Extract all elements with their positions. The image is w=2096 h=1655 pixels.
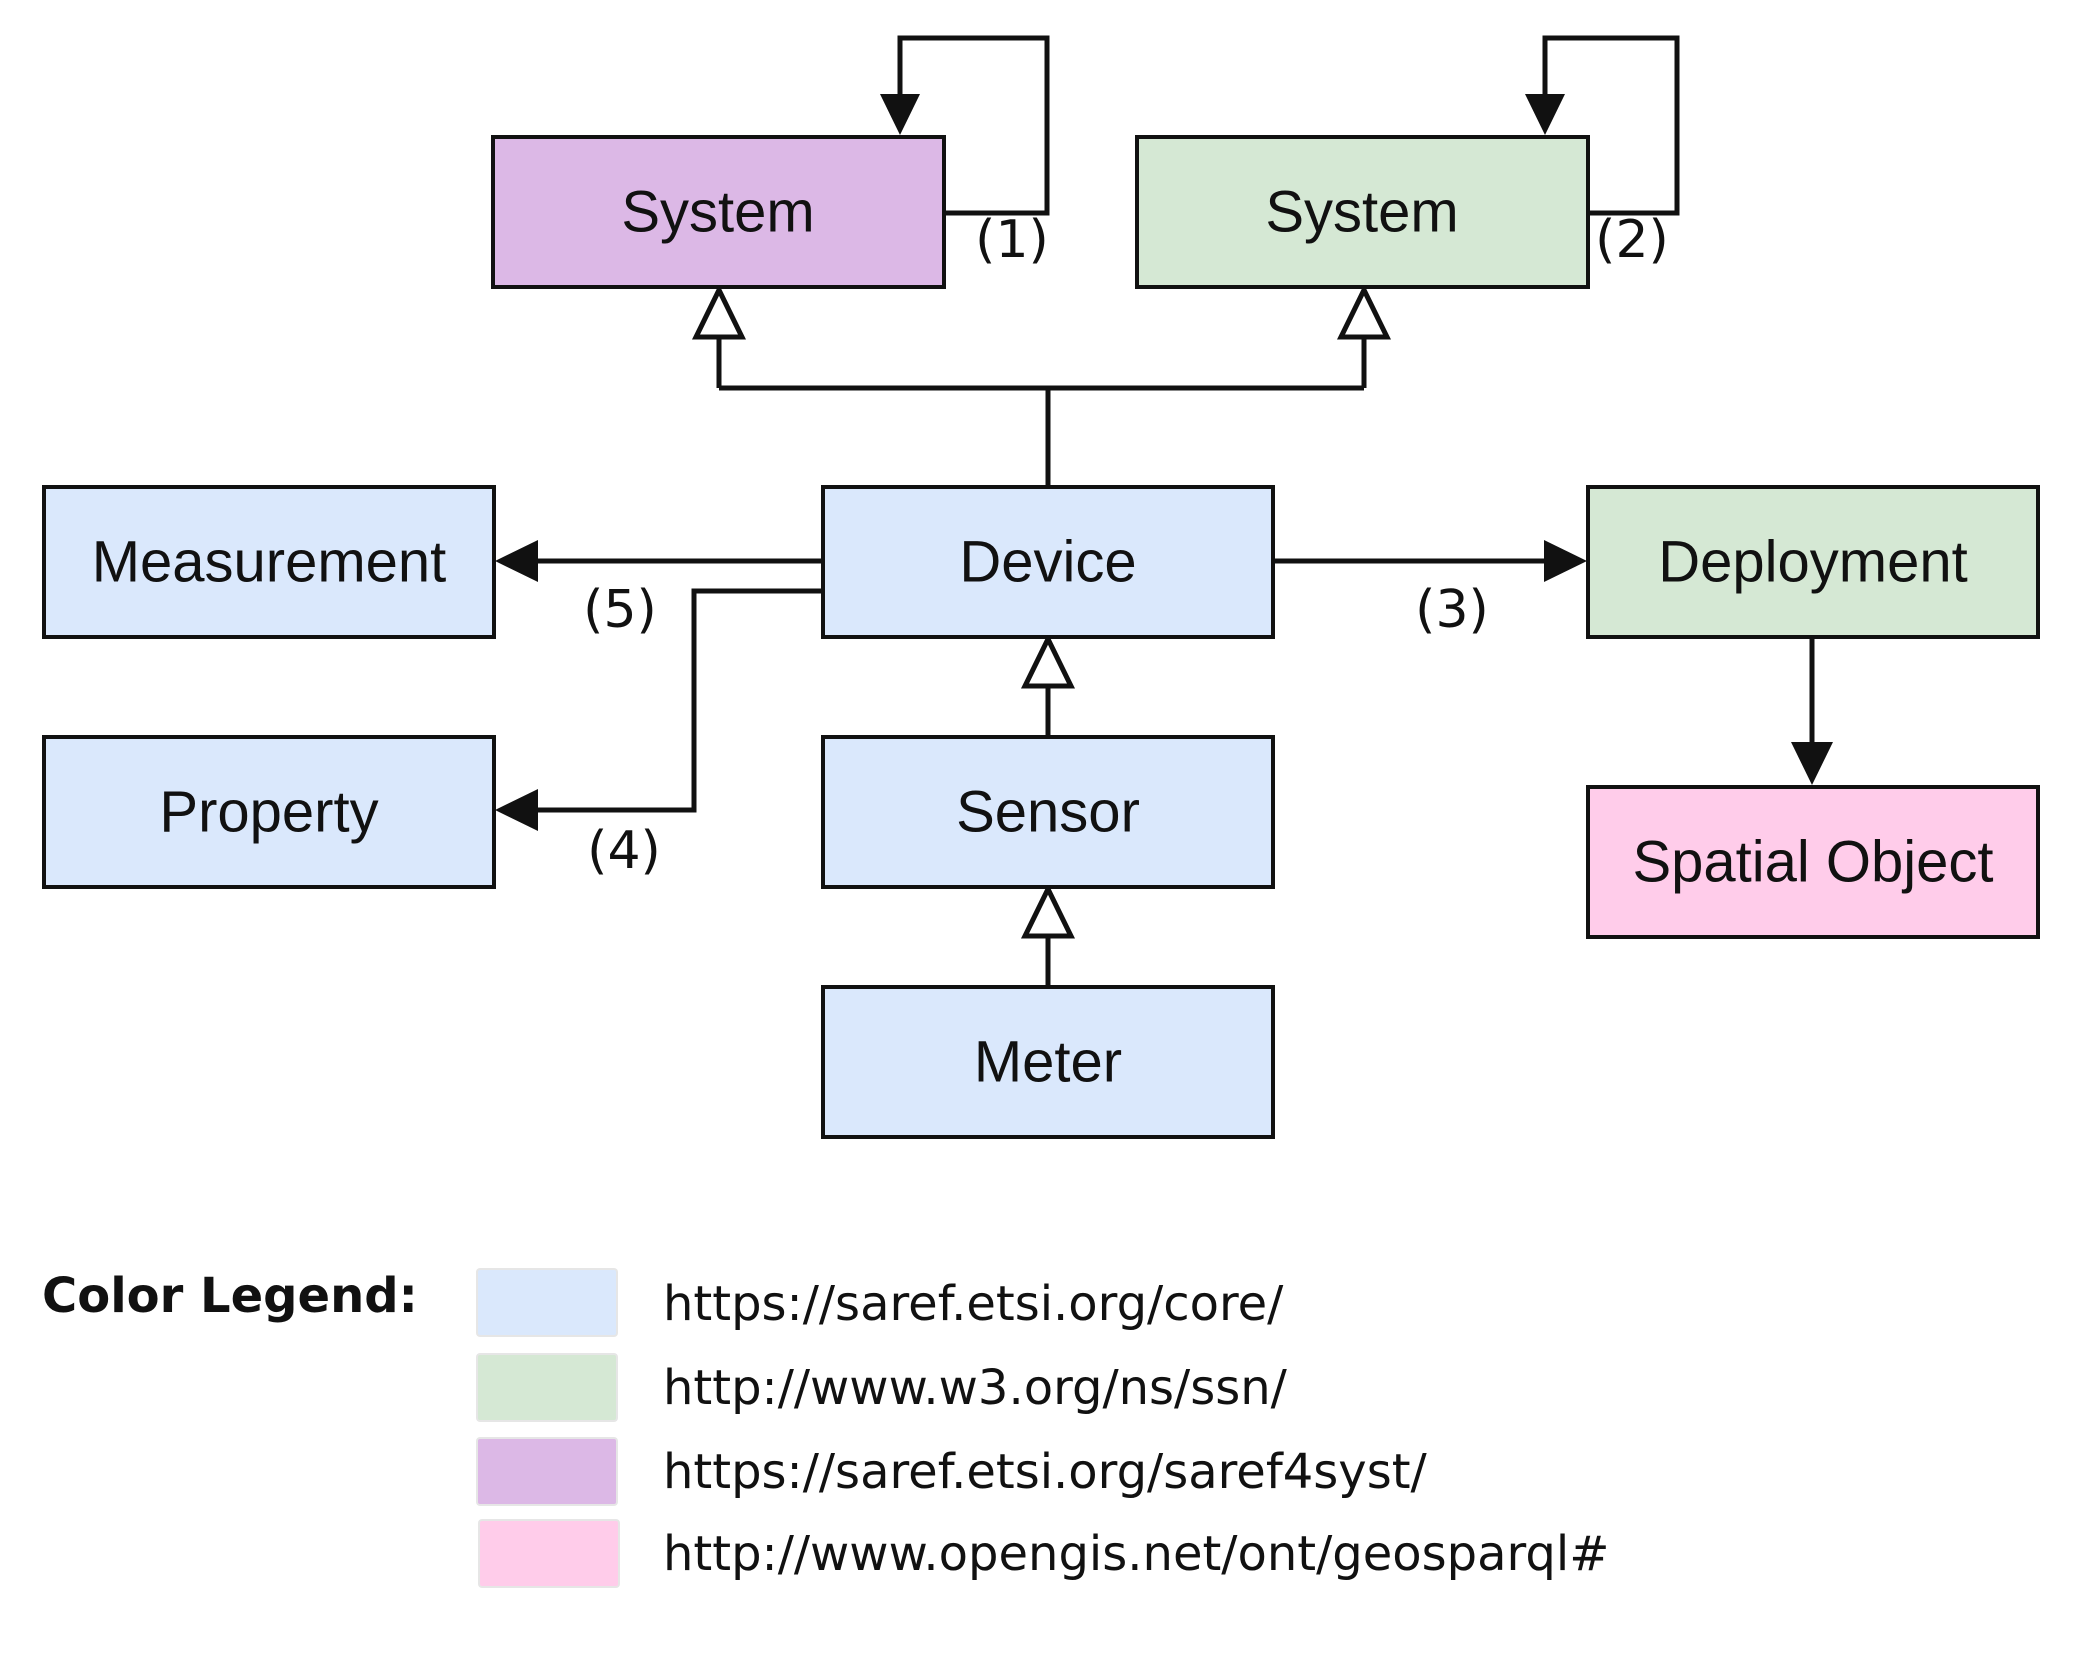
node-device-label: Device bbox=[959, 530, 1136, 595]
legend-swatch-geosparql bbox=[478, 1519, 620, 1588]
self-loop-edge-1 bbox=[897, 35, 1050, 216]
edge-label-5: (5) bbox=[583, 580, 657, 640]
node-system-ssn-box bbox=[1135, 135, 1590, 289]
node-sensor[interactable]: Sensor bbox=[821, 735, 1275, 889]
node-system-saref4syst-label: System bbox=[621, 180, 814, 245]
node-meter-label: Meter bbox=[974, 1030, 1122, 1095]
node-measurement-box bbox=[42, 485, 496, 639]
node-spatial-object-box bbox=[1586, 785, 2040, 939]
edge-label-2: (2) bbox=[1595, 210, 1669, 270]
node-device[interactable]: Device bbox=[821, 485, 1275, 639]
legend-item-ssn: http://www.w3.org/ns/ssn/ bbox=[476, 1353, 1288, 1422]
hollow-triangle-device bbox=[1020, 633, 1076, 689]
legend-swatch-saref-core bbox=[476, 1268, 618, 1337]
node-deployment-box bbox=[1586, 485, 2040, 639]
node-property-label: Property bbox=[159, 780, 378, 845]
arrowhead-edge-1 bbox=[880, 94, 920, 135]
edge-label-1: (1) bbox=[975, 210, 1049, 270]
hollow-triangle-system-ssn bbox=[1336, 284, 1392, 340]
node-measurement[interactable]: Measurement bbox=[42, 485, 496, 639]
node-sensor-label: Sensor bbox=[956, 780, 1140, 845]
hollow-triangle-sensor bbox=[1020, 883, 1076, 939]
color-legend: Color Legend: https://saref.etsi.org/cor… bbox=[42, 1268, 1609, 1588]
legend-swatch-saref4syst bbox=[476, 1437, 618, 1506]
legend-text-ssn: http://www.w3.org/ns/ssn/ bbox=[663, 1360, 1288, 1416]
node-device-box bbox=[821, 485, 1275, 639]
arrowhead-deployment-spatial-object bbox=[1791, 742, 1833, 785]
legend-text-geosparql: http://www.opengis.net/ont/geosparql# bbox=[663, 1526, 1609, 1582]
edge-4-line bbox=[535, 588, 823, 813]
node-system-ssn[interactable]: System bbox=[1135, 135, 1590, 289]
nodes: System System Device Measurement Propert… bbox=[42, 135, 2040, 1139]
node-system-saref4syst-box bbox=[491, 135, 946, 289]
node-meter[interactable]: Meter bbox=[821, 985, 1275, 1139]
legend-text-saref-core: https://saref.etsi.org/core/ bbox=[663, 1276, 1284, 1332]
hollow-triangle-system-saref4syst bbox=[691, 284, 747, 340]
legend-swatch-ssn bbox=[476, 1353, 618, 1422]
node-meter-box bbox=[821, 985, 1275, 1139]
legend-item-saref-core: https://saref.etsi.org/core/ bbox=[476, 1268, 1284, 1337]
edge-label-4: (4) bbox=[587, 821, 661, 881]
arrowhead-edge-2 bbox=[1525, 94, 1565, 135]
legend-item-saref4syst: https://saref.etsi.org/saref4syst/ bbox=[476, 1437, 1428, 1506]
arrowhead-edge-3 bbox=[1544, 540, 1587, 582]
node-system-saref4syst[interactable]: System bbox=[491, 135, 946, 289]
legend-title: Color Legend: bbox=[42, 1268, 418, 1324]
self-loop-edge-2 bbox=[1542, 35, 1680, 216]
node-property[interactable]: Property bbox=[42, 735, 496, 889]
arrowhead-edge-4 bbox=[495, 789, 538, 831]
legend-item-geosparql: http://www.opengis.net/ont/geosparql# bbox=[478, 1519, 1609, 1588]
edges bbox=[495, 35, 1833, 987]
node-sensor-box bbox=[821, 735, 1275, 889]
node-deployment-label: Deployment bbox=[1658, 530, 1967, 595]
node-property-box bbox=[42, 735, 496, 889]
arrowhead-edge-5 bbox=[495, 540, 538, 582]
node-system-ssn-label: System bbox=[1265, 180, 1458, 245]
node-spatial-object-label: Spatial Object bbox=[1632, 830, 1993, 895]
node-spatial-object[interactable]: Spatial Object bbox=[1586, 785, 2040, 939]
legend-text-saref4syst: https://saref.etsi.org/saref4syst/ bbox=[663, 1444, 1428, 1500]
edge-label-3: (3) bbox=[1415, 580, 1489, 640]
node-deployment[interactable]: Deployment bbox=[1586, 485, 2040, 639]
node-measurement-label: Measurement bbox=[92, 530, 447, 595]
edge-labels: (1) (2) (3) (4) (5) bbox=[583, 210, 1669, 881]
